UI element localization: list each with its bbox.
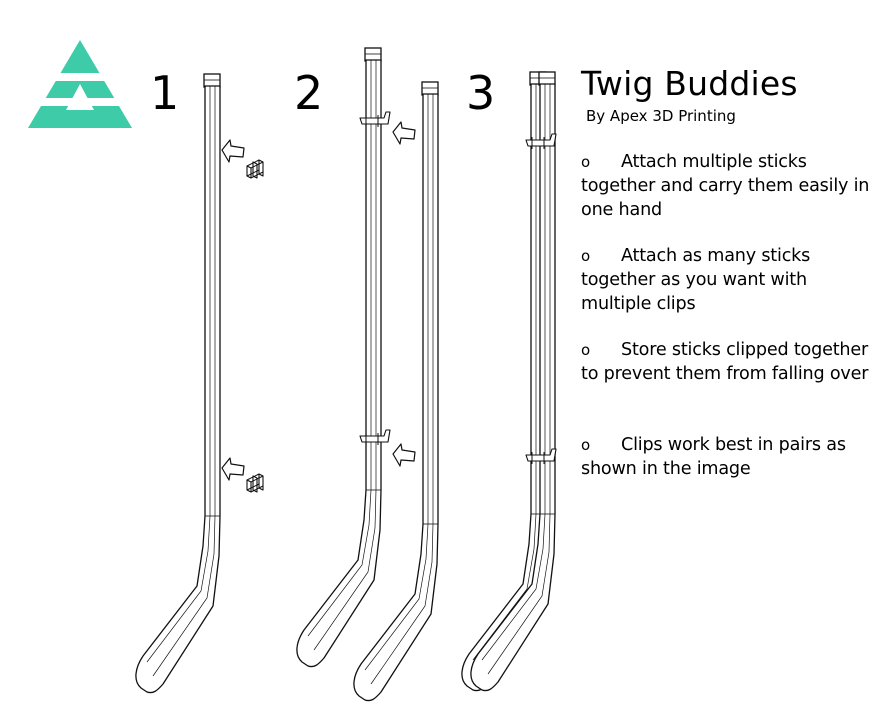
bullet-icon: o xyxy=(581,247,590,265)
page-subtitle: By Apex 3D Printing xyxy=(586,107,736,125)
bullet-icon: o xyxy=(581,341,590,359)
step-2-illustration xyxy=(296,47,439,702)
bullet-icon: o xyxy=(581,153,590,171)
feature-text: Attach as many sticks together as you wa… xyxy=(581,246,811,314)
page-title: Twig Buddies xyxy=(581,64,798,103)
feature-text: Store sticks clipped together to prevent… xyxy=(581,340,869,384)
apex-triangle-logo-icon xyxy=(26,40,136,128)
feature-text: Clips work best in pairs as shown in the… xyxy=(581,435,846,479)
step-number-1: 1 xyxy=(150,66,180,120)
step-number-3: 3 xyxy=(466,66,496,120)
step-1-illustration xyxy=(135,73,264,694)
step-3-illustration xyxy=(461,71,557,692)
bullet-icon: o xyxy=(581,436,590,454)
step-number-2: 2 xyxy=(294,66,324,120)
feature-text: Attach multiple sticks together and carr… xyxy=(581,152,870,220)
